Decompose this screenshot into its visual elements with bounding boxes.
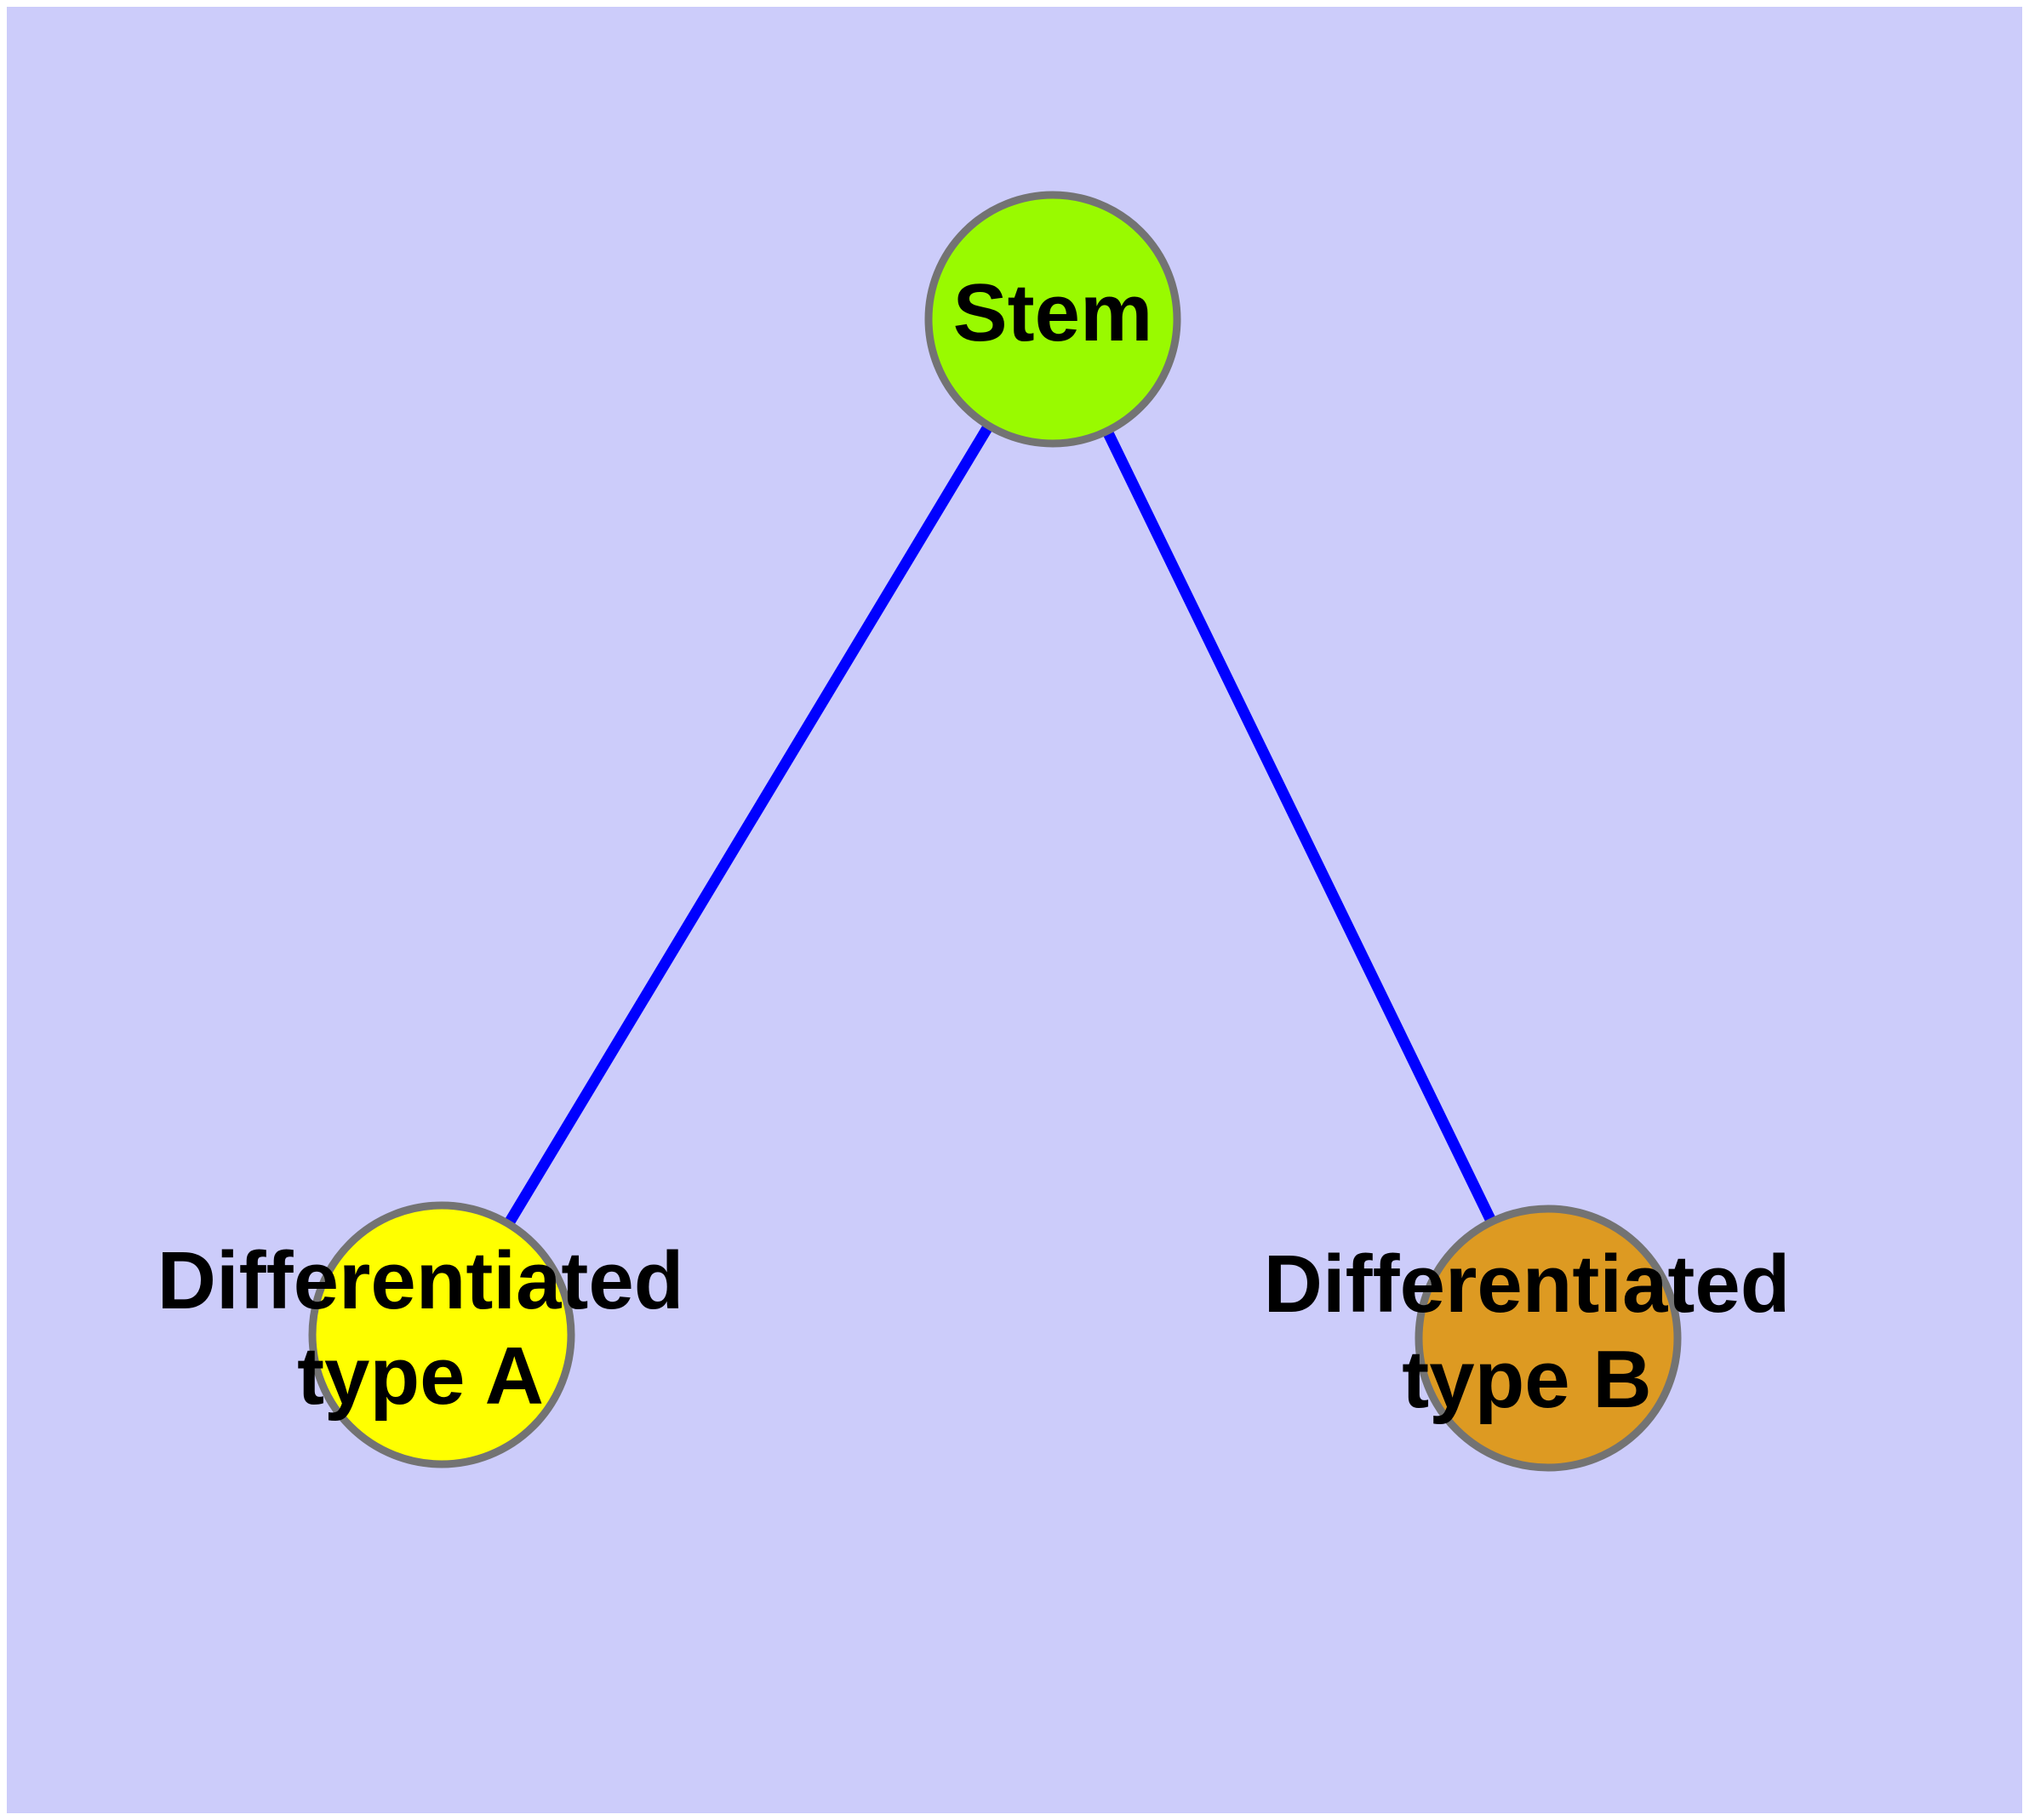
node-circle-diff_a[interactable]	[308, 1201, 575, 1468]
node-circle-diff_b[interactable]	[1415, 1205, 1682, 1472]
graph-node-diff_b[interactable]	[1415, 1205, 1682, 1472]
graph-edge-stem-to-b[interactable]	[1048, 317, 1553, 1341]
graph-node-diff_a[interactable]	[308, 1201, 575, 1468]
node-circle-stem[interactable]	[924, 191, 1181, 448]
edges-layer	[437, 316, 1553, 1341]
graph-edge-stem-to-a[interactable]	[437, 316, 1058, 1338]
graph-node-stem[interactable]	[924, 191, 1181, 448]
